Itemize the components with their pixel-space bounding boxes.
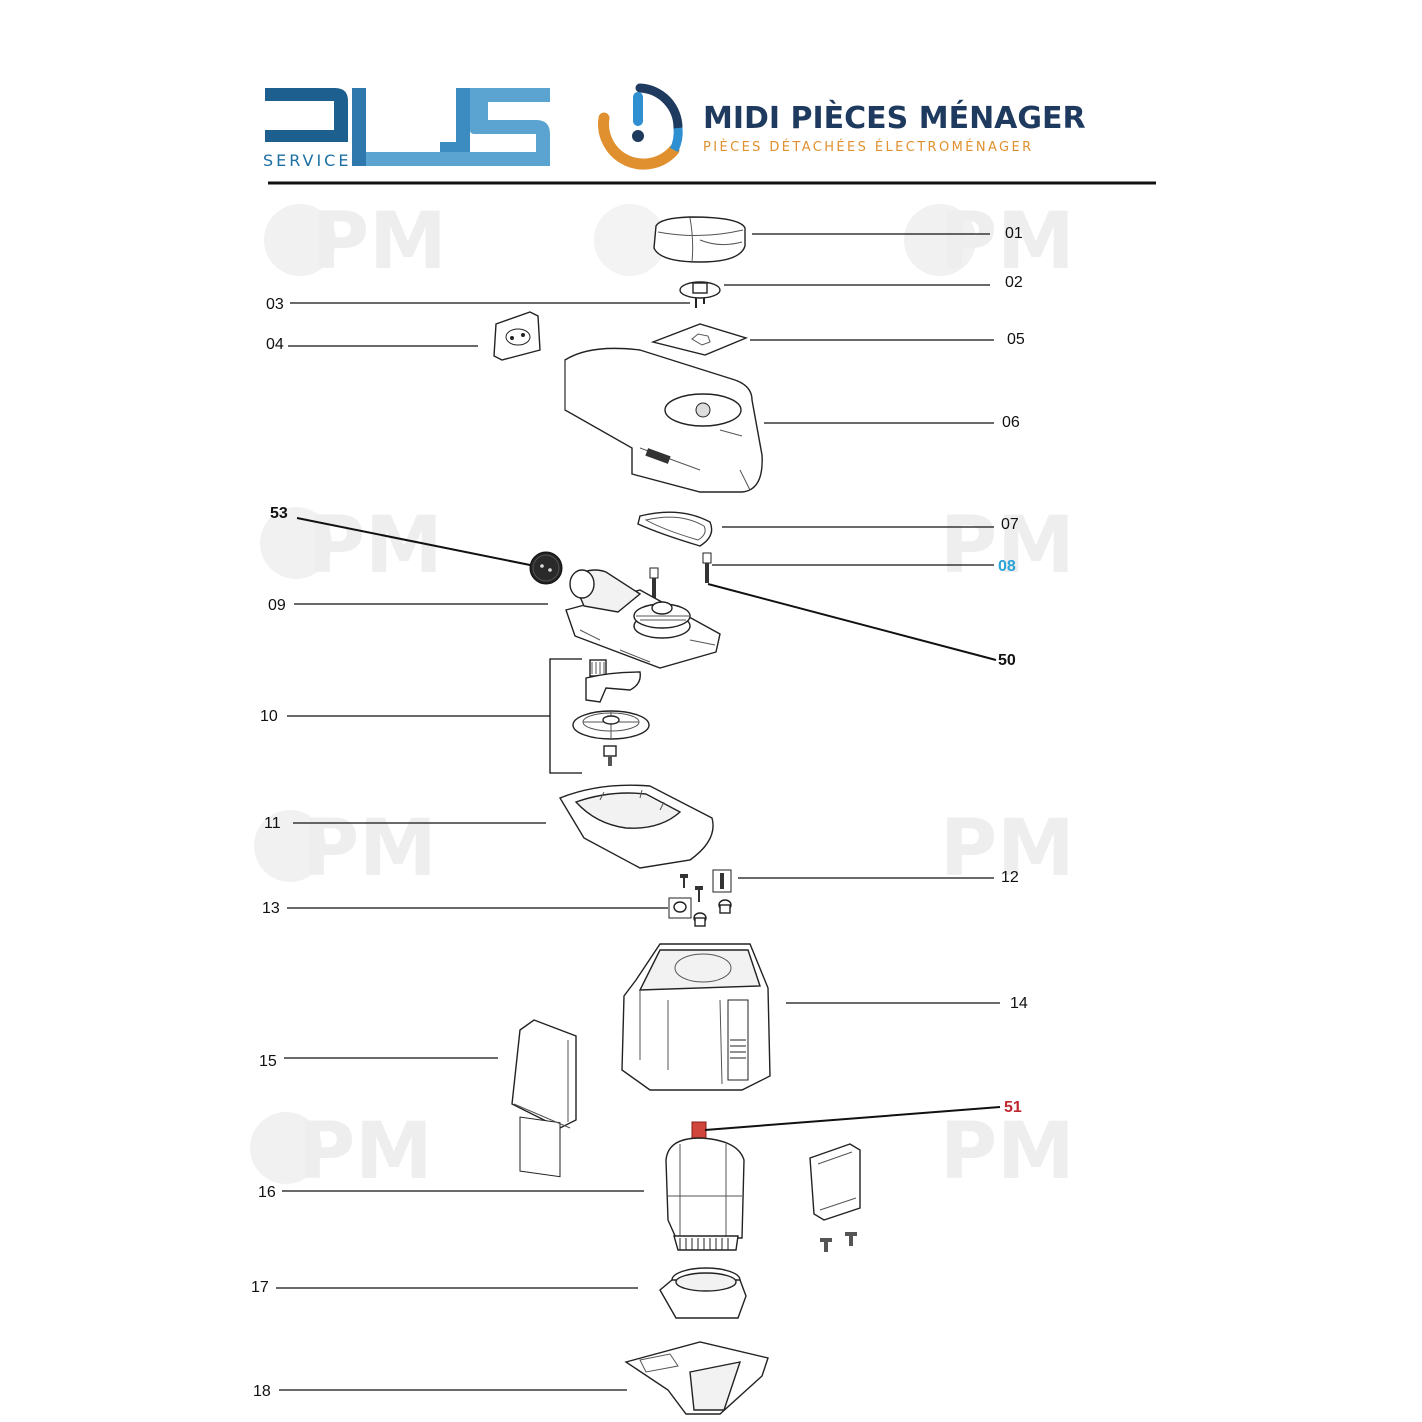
- callout-07: 07: [1001, 516, 1019, 533]
- callout-50: 50: [998, 652, 1016, 669]
- part-07-belt: [637, 511, 713, 547]
- callout-04: 04: [266, 336, 284, 353]
- part-04-plate: [493, 311, 541, 361]
- callout-10: 10: [260, 708, 278, 725]
- svg-text:PM: PM: [940, 804, 1075, 894]
- callout-53: 53: [270, 505, 288, 522]
- callout-01: 01: [1005, 225, 1023, 242]
- part-13-feet: [668, 897, 732, 927]
- mpm-title: MIDI PIÈCES MÉNAGER: [703, 100, 1086, 136]
- callout-08: 08: [998, 558, 1016, 575]
- svg-text:PM: PM: [298, 1107, 433, 1197]
- watermark: PM: [254, 804, 437, 894]
- watermark: PM: [250, 1107, 433, 1197]
- leader-53: [296, 517, 531, 566]
- callout-18: 18: [253, 1383, 271, 1400]
- part-09-screw: [649, 567, 659, 600]
- svg-text:PM: PM: [940, 1107, 1075, 1197]
- watermark: PM: [940, 1107, 1075, 1197]
- part-53-seal: [529, 551, 563, 585]
- part-09-gearbox: [565, 569, 721, 669]
- leader-lines: [276, 233, 1001, 1391]
- parts-drawings: [493, 216, 861, 1415]
- part-02-coupling: [679, 281, 721, 308]
- callout-02: 02: [1005, 274, 1023, 291]
- mpm-logo: MIDI PIÈCES MÉNAGER PIÈCES DÉTACHÉES ÉLE…: [598, 83, 1086, 170]
- part-01-lid: [653, 216, 746, 263]
- part-05-gasket: [650, 323, 749, 356]
- watermark: PM: [264, 197, 447, 287]
- watermark: PM: [940, 804, 1075, 894]
- callout-14: 14: [1010, 995, 1028, 1012]
- callout-09: 09: [268, 597, 286, 614]
- svg-text:PM: PM: [312, 197, 447, 287]
- bracket-10: [549, 658, 582, 774]
- dls-logo-text: SERVICE: [263, 151, 351, 170]
- callout-05: 05: [1007, 331, 1025, 348]
- part-06-top-cover: [564, 347, 763, 493]
- watermark: PM: [940, 501, 1075, 591]
- watermark: PM: [904, 197, 1075, 287]
- watermark: [594, 204, 666, 276]
- part-12-screws: [680, 869, 732, 902]
- callout-12: 12: [1001, 869, 1019, 886]
- part-51-brush: [691, 1121, 707, 1141]
- part-15-control-board: [511, 1019, 577, 1178]
- dls-service-logo: SERVICE: [263, 88, 550, 170]
- leader-51: [704, 1106, 1001, 1131]
- watermarks: PM PM PM PM PM PM PM PM: [250, 197, 1075, 1197]
- callout-17: 17: [251, 1279, 269, 1296]
- part-11-base-tray: [558, 784, 714, 869]
- part-17-fan-shroud: [659, 1267, 747, 1319]
- callout-06: 06: [1002, 414, 1020, 431]
- part-08-screw: [702, 552, 712, 583]
- part-10-gear-set: [572, 659, 650, 766]
- part-14-motor-housing: [621, 943, 771, 1091]
- callout-51: 51: [1004, 1099, 1022, 1116]
- mpm-subtitle: PIÈCES DÉTACHÉES ÉLECTROMÉNAGER: [703, 139, 1034, 155]
- leader-50: [707, 583, 997, 661]
- callout-03: 03: [266, 296, 284, 313]
- svg-text:PM: PM: [940, 197, 1075, 287]
- part-cover-clip: [809, 1143, 861, 1252]
- callout-16: 16: [258, 1184, 276, 1201]
- callout-labels: 01 02 03 04 05 06 53 07 08 09 50 10 11 1…: [251, 225, 1028, 1400]
- svg-text:PM: PM: [308, 501, 443, 591]
- callout-11: 11: [264, 815, 281, 832]
- callout-13: 13: [262, 900, 280, 917]
- part-16-motor: [665, 1137, 745, 1251]
- part-18-bottom-plate: [624, 1341, 769, 1415]
- svg-text:PM: PM: [302, 804, 437, 894]
- watermark: PM: [260, 501, 443, 591]
- callout-15: 15: [259, 1053, 277, 1070]
- svg-text:PM: PM: [940, 501, 1075, 591]
